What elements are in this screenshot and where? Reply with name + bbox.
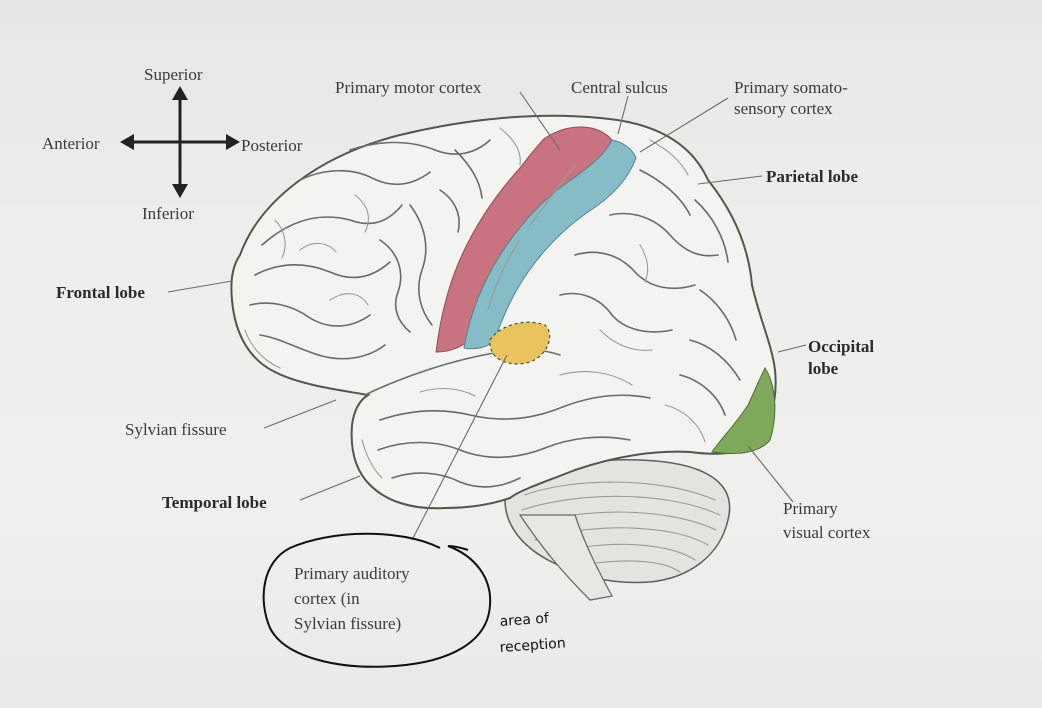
frontal-lobe-label: Frontal lobe bbox=[56, 283, 145, 302]
handwritten-note-line1: area of bbox=[499, 611, 550, 630]
primary-auditory-cortex-region bbox=[489, 321, 551, 365]
central-sulcus-label: Central sulcus bbox=[571, 78, 668, 97]
primary-visual-cortex-label-line2: visual cortex bbox=[783, 523, 871, 542]
primary-motor-cortex-label: Primary motor cortex bbox=[335, 78, 482, 97]
primary-somatosensory-label-line2: sensory cortex bbox=[734, 99, 833, 118]
primary-visual-cortex-label-line1: Primary bbox=[783, 499, 838, 518]
gyri-texture bbox=[244, 127, 741, 488]
leader-lines bbox=[167, 91, 807, 541]
brainstem bbox=[518, 514, 613, 601]
sylvian-fissure-label: Sylvian fissure bbox=[125, 420, 227, 439]
superior-label: Superior bbox=[144, 65, 203, 84]
primary-visual-cortex-region bbox=[711, 366, 776, 454]
occipital-lobe-label-line2: lobe bbox=[808, 359, 839, 378]
inferior-label: Inferior bbox=[142, 204, 194, 223]
handwritten-circle bbox=[262, 532, 492, 668]
parietal-lobe-label: Parietal lobe bbox=[766, 167, 859, 186]
anterior-label: Anterior bbox=[42, 134, 100, 153]
posterior-label: Posterior bbox=[241, 136, 303, 155]
occipital-lobe-label-line1: Occipital bbox=[808, 337, 874, 356]
temporal-lobe-label: Temporal lobe bbox=[162, 493, 267, 512]
primary-auditory-cortex-label-line3: Sylvian fissure) bbox=[294, 614, 401, 633]
handwritten-note-line2: reception bbox=[499, 635, 566, 656]
primary-auditory-cortex-label-line2: cortex (in bbox=[294, 589, 360, 608]
primary-auditory-cortex-label-line1: Primary auditory bbox=[294, 564, 410, 583]
orientation-compass bbox=[120, 86, 240, 198]
primary-somatosensory-label-line1: Primary somato- bbox=[734, 78, 848, 97]
